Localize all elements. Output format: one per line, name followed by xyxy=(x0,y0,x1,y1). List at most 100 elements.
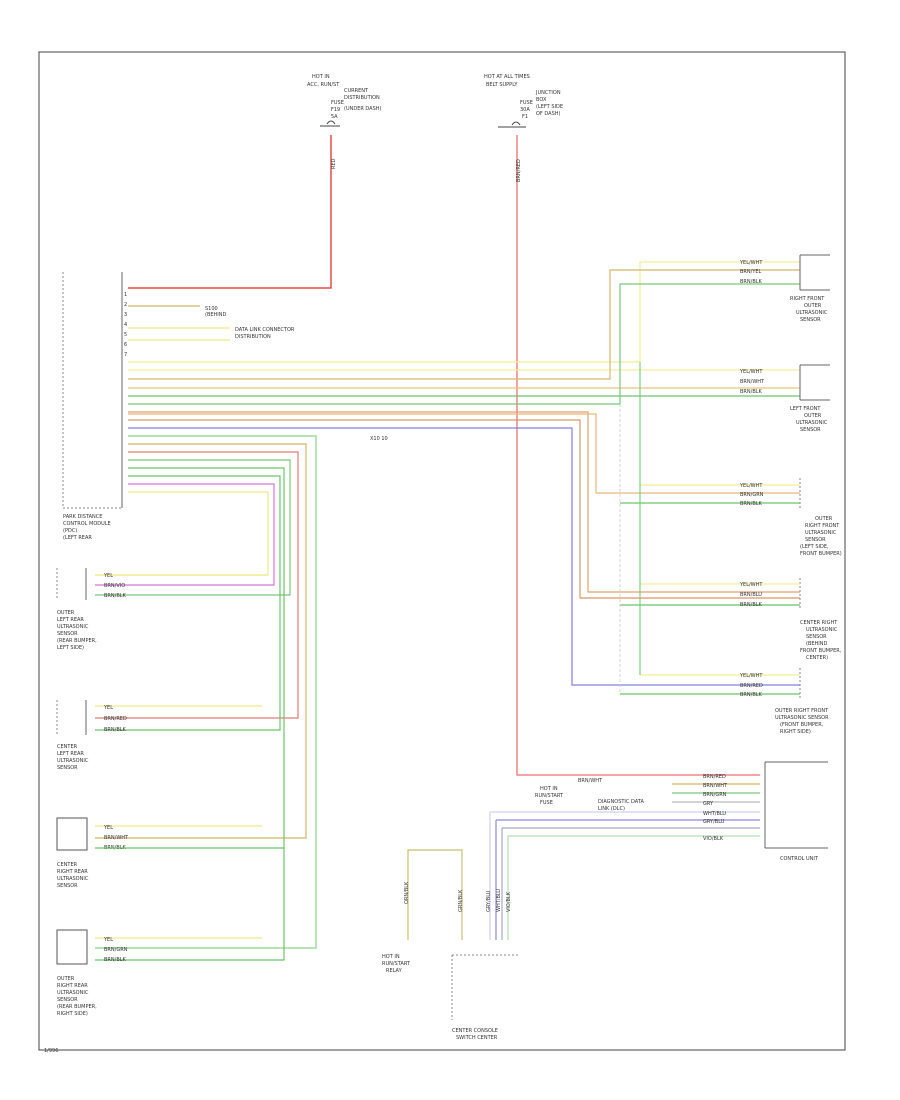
wire-label: VIO/BLK xyxy=(703,836,724,842)
fuse-top-left-line: 5A xyxy=(331,114,338,120)
pdc-module-label: CONTROL MODULE xyxy=(63,521,111,527)
sensor-label: ULTRASONIC xyxy=(796,310,828,316)
sensor-label: LEFT FRONT xyxy=(790,406,821,412)
pdc-module-label: PARK DISTANCE xyxy=(63,514,102,520)
pdc-module: PARK DISTANCE CONTROL MODULE (PDC) (LEFT… xyxy=(62,272,123,541)
pin-label: 3 xyxy=(124,312,127,318)
wire-label: BRN/BLK xyxy=(740,279,763,285)
fuse-top-right-line: 30A xyxy=(520,107,530,113)
sensor-label: SENSOR xyxy=(800,317,821,323)
wire-label: YEL/WHT xyxy=(739,673,763,679)
sensor-label: (FRONT BUMPER, xyxy=(780,722,824,728)
splice-left-label: S100 xyxy=(205,306,218,312)
console-label: CENTER CONSOLE xyxy=(452,1028,498,1034)
sensor-label: SENSOR xyxy=(800,427,821,433)
wire-label: BRN/BLK xyxy=(740,501,763,507)
junction-label: DATA LINK CONNECTOR xyxy=(235,327,295,333)
splice-right-label: HOT IN xyxy=(540,786,558,792)
sensor-r2: CENTER RIGHT ULTRASONIC SENSOR (BEHIND F… xyxy=(620,578,842,661)
wire-label: YEL xyxy=(103,937,113,943)
footer-code: 1/996 xyxy=(44,1048,58,1054)
sensor-center-left-rear: CENTER LEFT REAR ULTRASONIC SENSOR YEL B… xyxy=(56,700,262,771)
wire-label: BRN/RED xyxy=(104,716,127,722)
wire-label: YEL/WHT xyxy=(739,369,763,375)
wire-label: WHT/BLU xyxy=(496,889,502,912)
wire-label: BRN/VIO xyxy=(104,583,125,589)
wire-label: BRN/RED xyxy=(703,774,726,780)
wire-label: YEL xyxy=(103,573,113,579)
wire-label-brnred-right: BRN/RED xyxy=(516,159,522,182)
front-left-outer-sensor: LEFT FRONT OUTER ULTRASONIC SENSOR YEL/W… xyxy=(739,364,830,433)
wire-brnred-feed-right xyxy=(516,135,760,776)
sensor-label: CENTER) xyxy=(806,655,828,661)
wire-label: YEL/WHT xyxy=(739,582,763,588)
wire-label: BRN/WHT xyxy=(740,379,765,385)
fuse-top-left-line: DISTRIBUTION xyxy=(344,95,380,101)
fuse-top-right-line: JUNCTION xyxy=(535,90,561,96)
wire-label: ORN/BLK xyxy=(404,881,410,904)
console-label: SWITCH CENTER xyxy=(456,1035,498,1041)
control-unit: CONTROL UNIT BRN/RED BRN/WHT BRN/GRN GRY… xyxy=(490,761,828,862)
fuse-top-right-line: (LEFT SIDE xyxy=(536,104,563,110)
sensor-label: ULTRASONIC xyxy=(805,530,837,536)
sensor-label: RIGHT SIDE) xyxy=(780,729,811,735)
sensor-label: FRONT BUMPER) xyxy=(800,551,842,557)
wire-label: BRN/BLK xyxy=(104,727,127,733)
wire-label: BRN/BLU xyxy=(740,592,762,598)
wire-label: YEL xyxy=(103,705,113,711)
sensor-label: OUTER RIGHT FRONT xyxy=(775,708,829,714)
wire-label: BRN/BLK xyxy=(740,389,763,395)
sensor-label: (LEFT SIDE, xyxy=(800,544,829,550)
wire-label: BRN/BLK xyxy=(104,957,127,963)
sensor-label: FRONT BUMPER, xyxy=(800,648,842,654)
fuse-top-left-line: ACC, RUN/ST xyxy=(307,82,340,88)
fuse-top-right-line: OF DASH) xyxy=(536,111,561,117)
fuse-top-left-line: FUSE xyxy=(331,100,344,106)
wire-label: BRN/BLK xyxy=(104,593,127,599)
wire-label: GRY/BLU xyxy=(703,819,725,825)
pdc-module-label: (PDC) xyxy=(63,528,77,534)
sensor-outer-left-rear: OUTER LEFT REAR ULTRASONIC SENSOR (REAR … xyxy=(56,568,268,651)
left-bundle xyxy=(95,435,317,961)
fuse-top-right-line: F1 xyxy=(522,114,528,120)
fuse-top-right-label: HOT AT ALL TIMES xyxy=(484,74,530,80)
sensor-label: CENTER xyxy=(57,744,78,750)
fuse-top-right: HOT AT ALL TIMES BELT SUPPLY FUSE 30A F1… xyxy=(484,74,563,128)
front-right-outer-sensor: RIGHT FRONT OUTER ULTRASONIC SENSOR YEL/… xyxy=(739,254,830,323)
sensor-label: (REAR BUMPER, xyxy=(57,638,97,644)
control-unit-label: CONTROL UNIT xyxy=(780,856,819,862)
bottom-center: ORN/BLK GRN/BLK GRY/BLU WHT/BLU VIO/BLK … xyxy=(382,812,520,1041)
sensor-label: SENSOR xyxy=(57,765,78,771)
wire-label: BRN/GRN xyxy=(703,792,727,798)
sensor-label: RIGHT FRONT xyxy=(790,296,825,302)
sensor-label: OUTER xyxy=(804,303,822,309)
main-bundle xyxy=(128,261,800,686)
sensor-label: SENSOR xyxy=(57,997,78,1003)
splice-left-label-2: (BEHIND xyxy=(205,312,227,318)
wire-label: GRY/BLU xyxy=(486,890,492,912)
pin-label: 7 xyxy=(124,352,127,358)
sensor-label: CENTER RIGHT xyxy=(800,620,838,626)
sensor-r1: OUTER RIGHT FRONT ULTRASONIC SENSOR (LEF… xyxy=(620,478,842,557)
pdc-module-label: (LEFT REAR xyxy=(63,535,92,541)
pin-label: 2 xyxy=(124,302,127,308)
wire-label: BRN/YEL xyxy=(740,269,762,275)
wire-label: BRN/BLK xyxy=(740,692,763,698)
splice-mid-label: X10 10 xyxy=(370,436,388,442)
wire-label: GRY xyxy=(703,801,714,807)
wire-label: BRN/WHT xyxy=(703,783,728,789)
sensor-label: RIGHT FRONT xyxy=(805,523,840,529)
wire-label: WHT/BLU xyxy=(703,811,726,817)
sensor-label: SENSOR xyxy=(806,634,827,640)
junction-label-2: DISTRIBUTION xyxy=(235,334,271,340)
sensor-label: LEFT SIDE) xyxy=(57,645,84,651)
sensor-r3: OUTER RIGHT FRONT ULTRASONIC SENSOR (FRO… xyxy=(619,362,829,735)
pin-label: 4 xyxy=(124,322,127,328)
sensor-label: ULTRASONIC xyxy=(796,420,828,426)
pin-label: 5 xyxy=(124,332,127,338)
ground-label: HOT IN xyxy=(382,954,400,960)
sensor-label: RIGHT REAR xyxy=(57,983,88,989)
fuse-top-right-line: FUSE xyxy=(520,100,533,106)
sensor-label: LEFT REAR xyxy=(57,617,84,623)
